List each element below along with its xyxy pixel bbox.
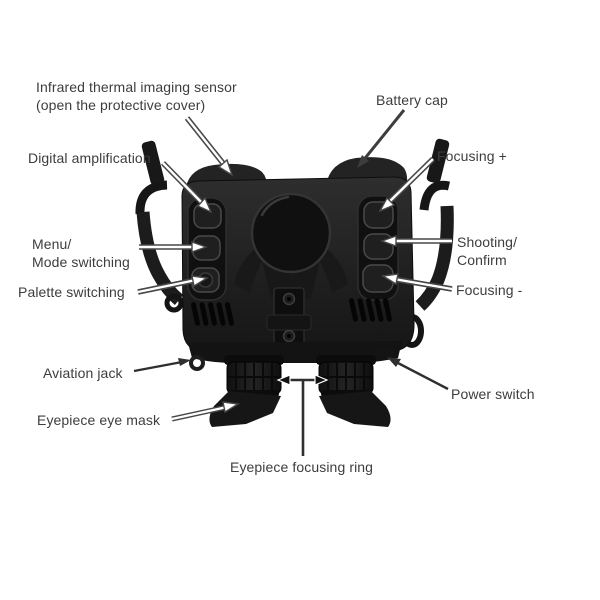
eyepiece-eye-mask-left [209,391,281,427]
label-battery-cap: Battery cap [376,92,448,108]
arrow-infrared-sensor [184,116,234,177]
label-eyepiece-focusing-ring: Eyepiece focusing ring [230,459,374,475]
arrow-focusing-minus [380,273,453,292]
arrow-power-switch [387,357,449,391]
label-shooting-confirm: Shooting/ Confirm [457,234,518,268]
label-infrared-sensor: Infrared thermal imaging sensor (open th… [36,79,237,113]
arrow-eyepiece-eye-mask [171,401,241,422]
arrow-eyepiece-focusing-ring [276,374,329,456]
eyepiece-eye-mask-right [319,391,391,427]
vent-slits-left [191,302,234,326]
eyepiece-focusing-ring-right [316,355,376,397]
arrow-battery-cap [357,109,406,168]
power-switch-nub [378,348,394,357]
label-focusing-minus: Focusing - [456,282,523,298]
arrow-digital-amplification [161,161,213,214]
shooting-confirm-button [363,233,394,260]
arrow-palette-switching [137,275,210,295]
carry-strap-left [135,140,184,313]
label-digital-amplification: Digital amplification [28,150,151,166]
arrow-aviation-jack [133,358,191,373]
arrow-shooting-confirm [379,235,452,247]
label-palette-switching: Palette switching [18,284,125,300]
label-eyepiece-eye-mask: Eyepiece eye mask [37,412,161,428]
eyepiece-focusing-ring-left [224,355,284,397]
label-menu-mode-switching: Menu/ Mode switching [32,236,130,270]
center-rail [266,287,312,345]
arrow-menu-mode [139,241,209,253]
carry-strap-right [400,138,454,348]
center-lens-knob [250,192,332,274]
aviation-jack-ring [189,355,205,371]
vent-slits-right [349,298,392,322]
label-focusing-plus: Focusing + [437,148,507,164]
label-power-switch: Power switch [451,386,535,402]
lens-highlight [260,195,290,217]
label-aviation-jack: Aviation jack [43,365,123,381]
arrow-focusing-plus [378,157,435,213]
